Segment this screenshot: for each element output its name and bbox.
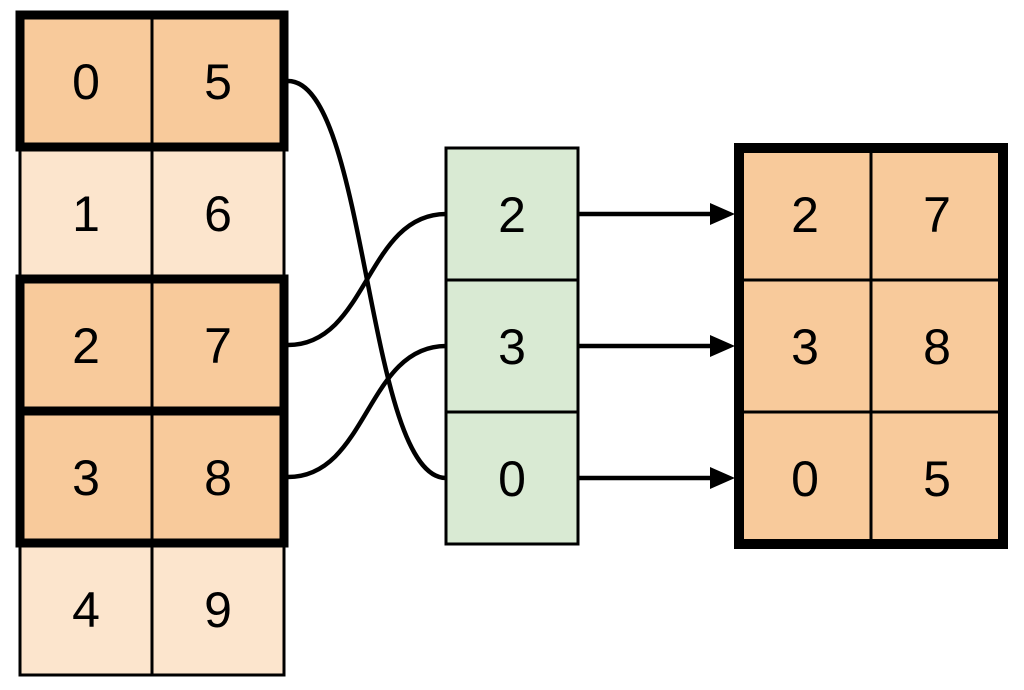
source-value: 9 (204, 582, 232, 638)
result-cell-r1c1 (869, 278, 1005, 414)
result-value: 8 (923, 319, 951, 375)
source-cell-r4c1 (150, 541, 286, 677)
selected-row-outline-3 (15, 406, 289, 548)
source-value: 2 (72, 318, 100, 374)
result-cell-r2c1 (869, 410, 1005, 546)
result-value: 2 (791, 187, 819, 243)
connection-curves (287, 78, 447, 481)
source-cell-r1c1 (150, 145, 286, 281)
source-cell-r0c0 (18, 13, 154, 149)
result-value: 0 (791, 451, 819, 507)
result-matrix: 2 7 3 8 0 5 (734, 143, 1008, 549)
source-cell-r2c1 (150, 277, 286, 413)
selected-row-outline-0 (15, 10, 289, 152)
connection-curve-row2-to-index0 (287, 211, 447, 348)
arrow-head-icon (710, 203, 735, 225)
result-cell-r2c0 (737, 410, 873, 546)
source-value: 5 (204, 54, 232, 110)
index-value: 2 (498, 187, 526, 243)
gather-arrows (578, 203, 735, 489)
source-value: 8 (204, 450, 232, 506)
source-value: 6 (204, 186, 232, 242)
result-matrix-outline (734, 143, 1008, 549)
source-value: 7 (204, 318, 232, 374)
source-value: 4 (72, 582, 100, 638)
result-cell-r1c0 (737, 278, 873, 414)
index-cell-0 (444, 146, 580, 282)
source-cell-r0c1 (150, 13, 286, 149)
arrow-head-icon (710, 335, 735, 357)
result-value: 3 (791, 319, 819, 375)
connection-curve-row3-to-index1 (287, 343, 447, 480)
source-cell-r3c1 (150, 409, 286, 545)
index-cell-2 (444, 410, 580, 546)
result-value: 5 (923, 451, 951, 507)
source-cell-r4c0 (18, 541, 154, 677)
source-value: 3 (72, 450, 100, 506)
source-value: 1 (72, 186, 100, 242)
source-value: 0 (72, 54, 100, 110)
index-vector: 2 3 0 (444, 146, 580, 546)
result-value: 7 (923, 187, 951, 243)
index-value: 0 (498, 451, 526, 507)
source-matrix: 0 5 1 6 2 7 3 8 4 9 (15, 10, 289, 677)
arrow-head-icon (710, 467, 735, 489)
index-value: 3 (498, 319, 526, 375)
